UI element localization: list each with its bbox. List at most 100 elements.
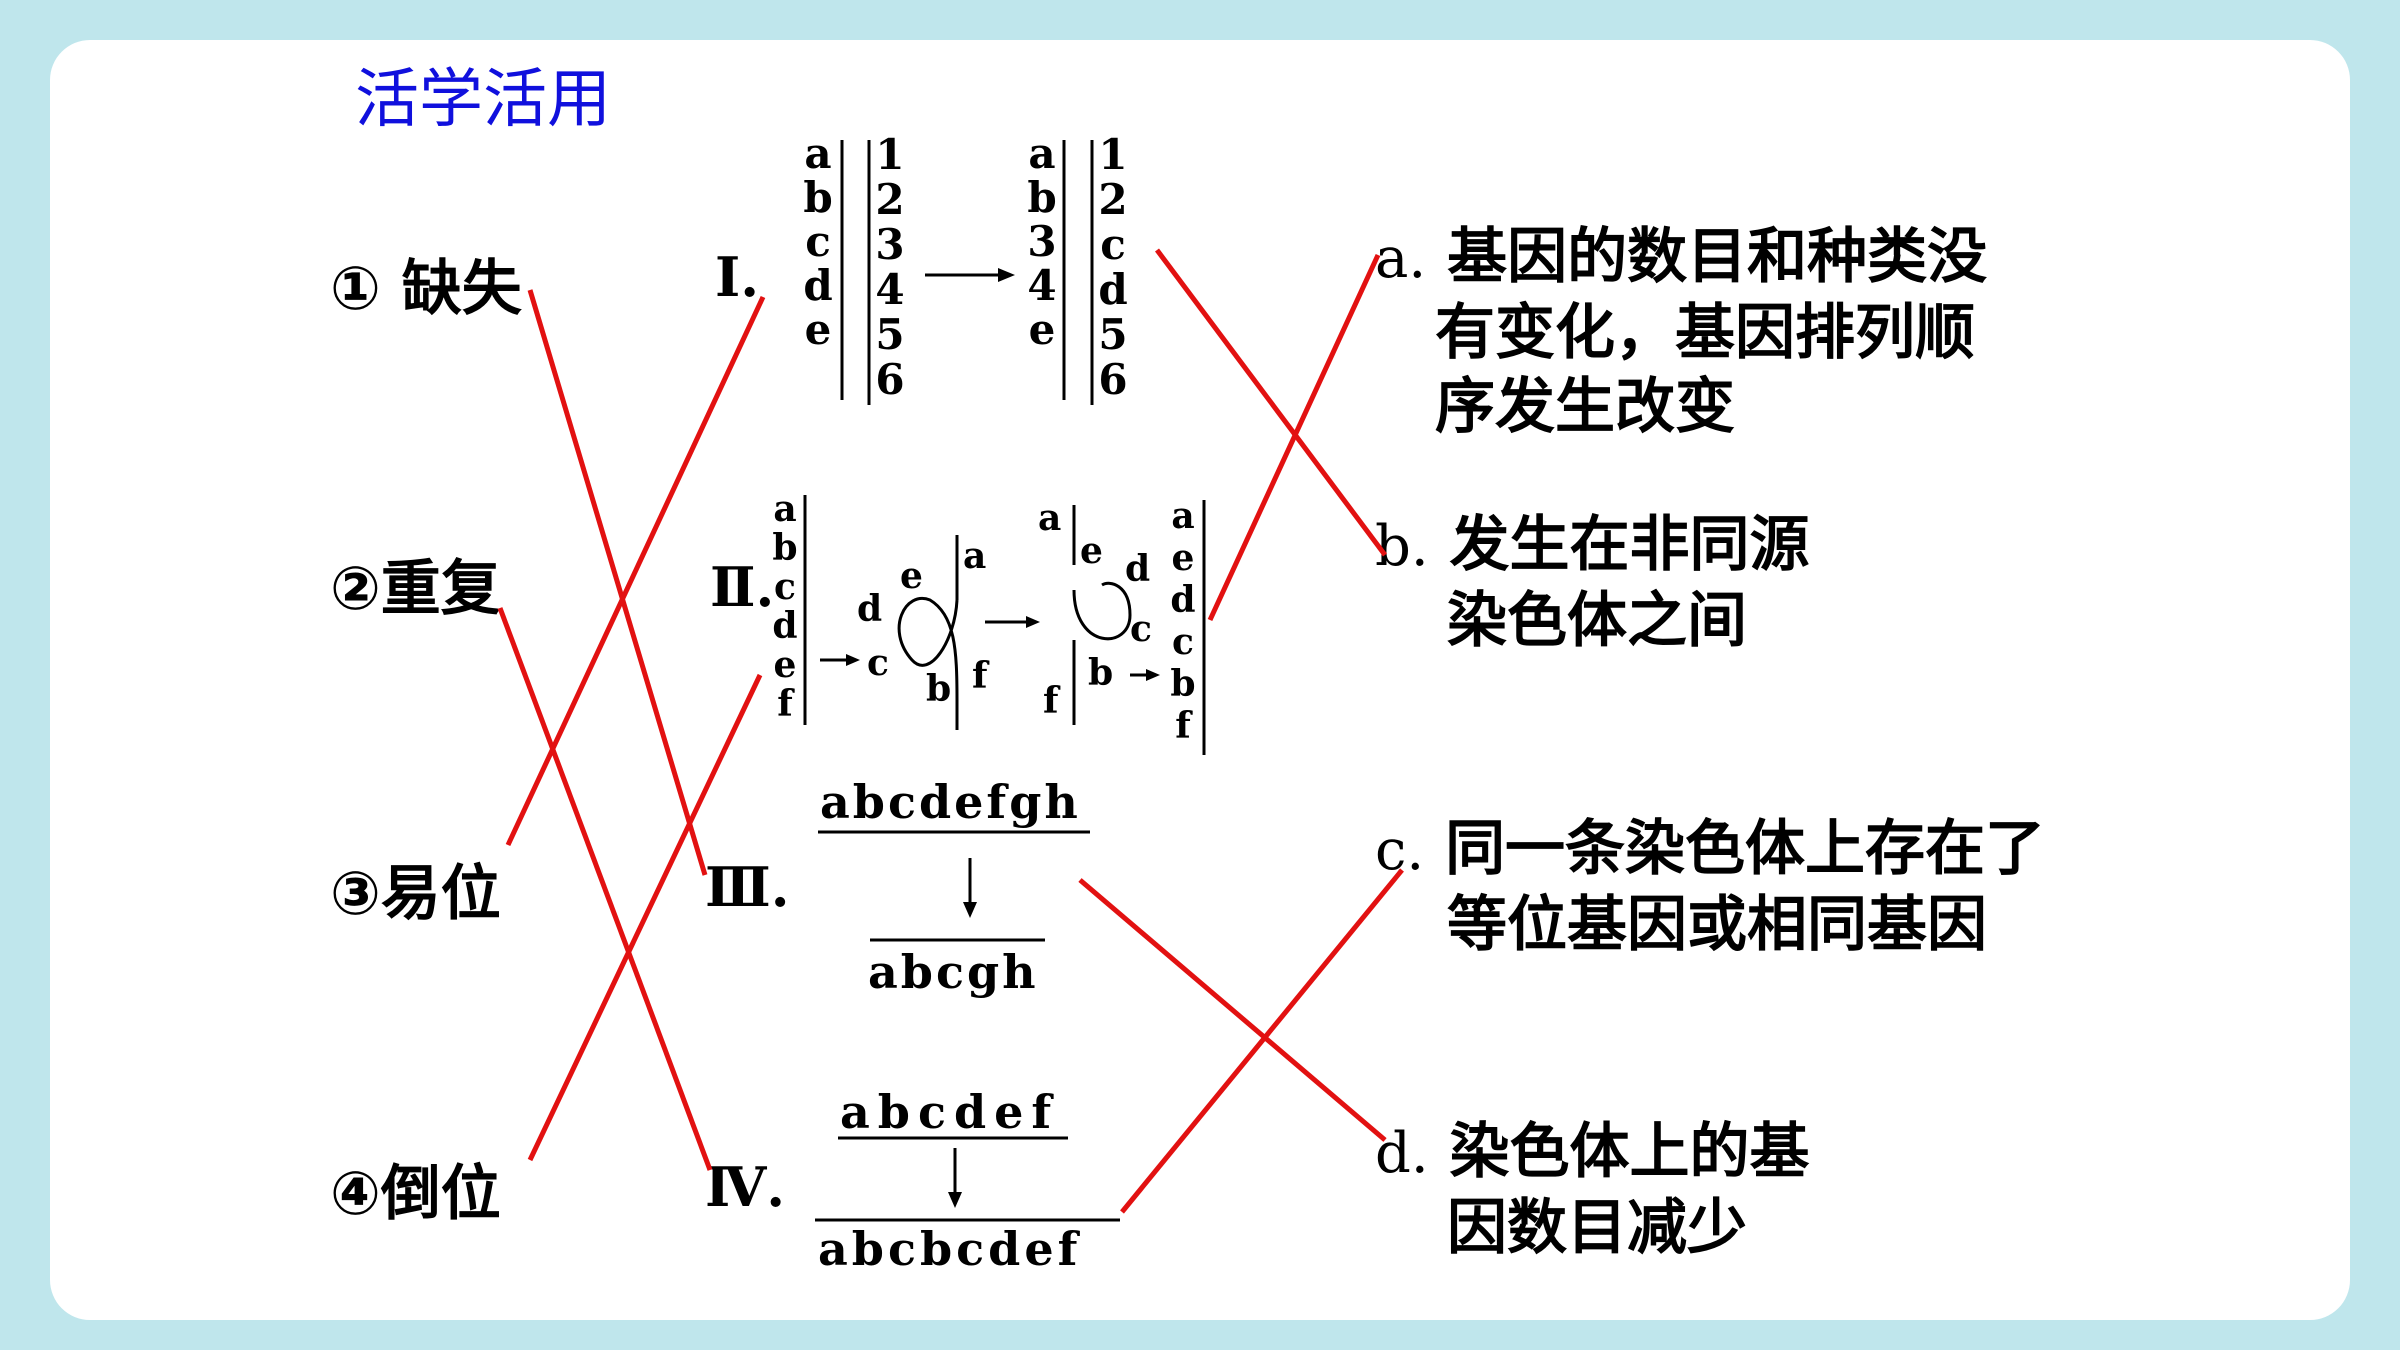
d2-loop-gene-d: d [857, 588, 883, 630]
description-a: a. 基因的数目和种类没 有变化，基因排列顺 序发生改变 [1375, 220, 1987, 444]
description-a-letter: a. [1375, 226, 1427, 291]
description-c: c. 同一条染色体上存在了 等位基因或相同基因 [1375, 812, 2045, 962]
gene: d [1098, 265, 1128, 314]
mutation-translocation: ③易位 [330, 859, 501, 929]
mutation-inversion: ④倒位 [330, 1159, 501, 1229]
d2-open-hook [1072, 581, 1132, 641]
diagram-numeral-4: Ⅳ. [705, 1155, 786, 1219]
gene: e [773, 644, 797, 686]
description-b-line-2: 染色体之间 [1447, 586, 1747, 656]
gene: d [1170, 579, 1196, 621]
gene: c [805, 217, 831, 266]
gene: a [804, 129, 832, 178]
match-inversion-to-2 [527, 673, 763, 1162]
match-3-to-d [1078, 878, 1387, 1142]
d2-loop-gene-c: c [867, 642, 889, 684]
gene: b [772, 527, 798, 569]
d1-before-left-genes: a b c d e [800, 132, 836, 352]
description-b-letter: b. [1375, 514, 1429, 579]
description-d-letter: d. [1375, 1121, 1429, 1186]
match-duplication-to-4 [497, 607, 713, 1171]
description-a-line-2: 有变化，基因排列顺 [1435, 298, 1975, 368]
gene: e [804, 305, 832, 354]
match-2-to-a [1207, 253, 1381, 622]
d2-open-gene-f: f [1043, 680, 1059, 722]
content-card [50, 40, 2350, 1320]
gene: a [1028, 129, 1056, 178]
description-d-line-2: 因数目减少 [1447, 1193, 1747, 1263]
description-a-line-3: 序发生改变 [1435, 372, 1735, 442]
diagram-3 [818, 830, 1090, 942]
gene: a [1171, 495, 1195, 537]
diagram-2 [803, 495, 1206, 755]
gene: b [1027, 173, 1057, 222]
d3-bottom-sequence: abcgh [868, 945, 1039, 999]
gene: 2 [875, 175, 905, 224]
diagram-numeral-1: Ⅰ. [715, 245, 760, 309]
d3-arrow-head [963, 902, 977, 918]
gene: d [803, 261, 833, 310]
gene: e [1171, 537, 1195, 579]
gene: c [774, 566, 796, 608]
d1-after-right-genes: 1 2 c d 5 6 [1095, 132, 1131, 402]
gene: 4 [1027, 261, 1057, 310]
diagram-4 [815, 1136, 1120, 1222]
gene: 6 [1098, 355, 1128, 404]
gene: 3 [875, 220, 905, 269]
description-a-line-1: 基因的数目和种类没 [1447, 222, 1988, 292]
d2-open-gene-d: d [1125, 548, 1151, 590]
description-d-line-1: 染色体上的基 [1449, 1117, 1810, 1187]
d4-top-sequence: abcdef [840, 1085, 1060, 1139]
d2-open-gene-c: c [1130, 608, 1152, 650]
diagram-numeral-2: Ⅱ. [710, 555, 775, 619]
gene: 5 [875, 310, 905, 359]
description-c-line-2: 等位基因或相同基因 [1447, 890, 1987, 960]
match-4-to-c [1120, 868, 1404, 1214]
d2-loop-gene-e: e [900, 555, 923, 597]
gene: c [1100, 220, 1126, 269]
description-b: b. 发生在非同源 染色体之间 [1375, 508, 1810, 658]
d4-arrow-head [948, 1192, 962, 1208]
mutation-duplication: ②重复 [330, 554, 501, 624]
gene: c [1172, 621, 1194, 663]
d2-arrow-1-head [846, 654, 860, 666]
diagram-numeral-3: Ⅲ. [705, 855, 790, 919]
gene: f [1175, 705, 1191, 747]
d2-loop-gene-a: a [963, 535, 987, 577]
d4-bottom-sequence: abcbcdef [818, 1222, 1082, 1276]
matching-lines [497, 248, 1404, 1214]
gene: 5 [1098, 310, 1128, 359]
gene: b [803, 173, 833, 222]
gene: 2 [1098, 175, 1128, 224]
d3-top-sequence: abcdefgh [820, 775, 1081, 829]
d2-arrow-3-head [1146, 669, 1160, 681]
gene: d [772, 605, 798, 647]
gene: 3 [1027, 217, 1057, 266]
gene: 1 [875, 130, 905, 179]
description-b-line-1: 发生在非同源 [1449, 510, 1810, 580]
description-d: d. 染色体上的基 因数目减少 [1375, 1115, 1810, 1265]
description-c-line-1: 同一条染色体上存在了 [1445, 814, 2046, 884]
d2-arrow-2-head [1026, 616, 1040, 628]
d1-before-right-genes: 1 2 3 4 5 6 [872, 132, 908, 402]
diagram-1 [840, 140, 1094, 405]
gene: 4 [875, 265, 905, 314]
gene: b [1170, 663, 1196, 705]
slide-title: 活学活用 [355, 63, 611, 137]
d1-after-left-genes: a b 3 4 e [1024, 132, 1060, 352]
d2-loop-gene-f: f [972, 655, 988, 697]
d2-loop [897, 596, 959, 701]
gene: 1 [1098, 130, 1128, 179]
d2-after-genes: a e d c b f [1168, 495, 1198, 747]
d2-open-gene-a: a [1038, 497, 1062, 539]
d2-before-genes: a b c d e f [770, 490, 800, 724]
match-deletion-to-3 [527, 289, 708, 876]
d2-open-gene-b: b [1088, 652, 1114, 694]
match-translocation-to-1 [505, 295, 766, 847]
mutation-deletion: ① 缺失 [330, 254, 522, 324]
match-1-to-b [1154, 248, 1388, 557]
d1-arrow-head [998, 268, 1015, 282]
d2-loop-gene-b: b [926, 668, 952, 710]
